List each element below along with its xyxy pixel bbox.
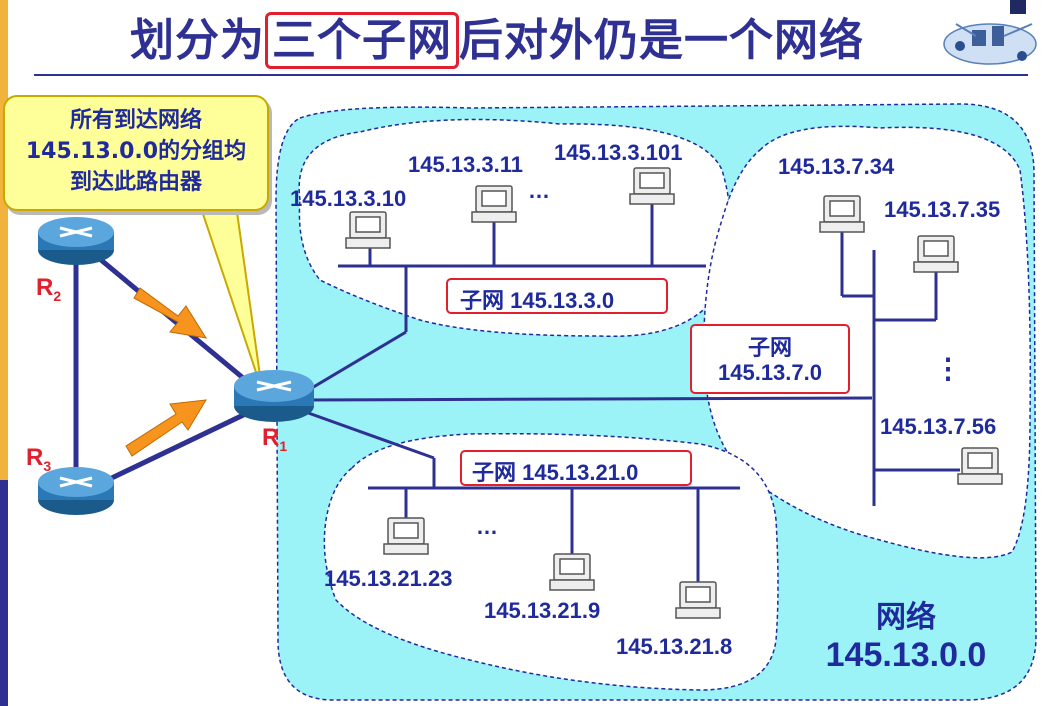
subnet7-ellipsis: ⋮ — [934, 353, 962, 384]
host-label-145-13-3-11: 145.13.3.11 — [408, 152, 524, 177]
subnet-label-145-13-7-0: 145.13.7.0 — [718, 360, 822, 385]
slide-accent-bar — [0, 0, 8, 706]
network-label-145-13-0-0: 145.13.0.0 — [825, 636, 987, 674]
host-label-145-13-7-35: 145.13.7.35 — [884, 197, 1001, 222]
subnet-label-145-13-3-0: 子网 145.13.3.0 — [460, 288, 615, 313]
router-r2-label: R2 — [36, 274, 62, 304]
host-label-145-13-21-23: 145.13.21.23 — [324, 566, 453, 591]
title-highlight: 三个子网 — [265, 12, 459, 69]
host-label-145-13-7-34: 145.13.7.34 — [778, 154, 895, 179]
subnet-label-box-21: 子网 145.13.21.0 — [460, 450, 692, 486]
computer-icon-3-10 — [345, 211, 391, 249]
subnet-145-13-21-0-area — [323, 432, 779, 691]
slide-title: 划分为三个子网后对外仍是一个网络 — [130, 4, 864, 69]
host-label-145-13-7-56: 145.13.7.56 — [880, 414, 997, 439]
subnet-label-box-7: 子网 145.13.7.0 — [690, 324, 850, 394]
computer-icon-3-11 — [471, 185, 517, 223]
subnet3-ellipsis: … — [528, 178, 550, 203]
computer-icon-7-34 — [819, 195, 865, 233]
router-r2 — [38, 217, 114, 265]
computer-icon-7-35 — [913, 235, 959, 273]
router-r1-label: R1 — [262, 424, 288, 454]
computer-icon-7-56 — [957, 447, 1003, 485]
router-r1 — [234, 370, 314, 422]
subnet-145-13-7-0-area — [703, 125, 1032, 559]
subnet21-ellipsis: … — [476, 514, 498, 539]
network-label-line1: 网络 — [876, 601, 936, 634]
computer-icon-21-23 — [383, 517, 429, 555]
host-label-145-13-3-10: 145.13.3.10 — [290, 186, 407, 211]
arrow-from-r3 — [125, 399, 207, 457]
computer-icon-3-101 — [629, 167, 675, 205]
host-label-145-13-3-101: 145.13.3.101 — [554, 140, 683, 165]
callout-line-3: 到达此路由器 — [69, 170, 202, 195]
title-part-before: 划分为 — [130, 15, 265, 66]
subnet-label-145-13-21-0: 子网 145.13.21.0 — [472, 460, 639, 485]
host-label-145-13-21-9: 145.13.21.9 — [484, 598, 601, 623]
computer-icon-21-9 — [549, 553, 595, 591]
subnet-label-7-line1: 子网 — [747, 335, 792, 360]
callout-text: 所有到达网络 145.13.0.0的分组均 到达此路由器 — [5, 105, 267, 198]
title-underline — [34, 74, 1028, 76]
callout-line-1: 所有到达网络 — [69, 108, 202, 133]
arrow-from-r2 — [133, 287, 208, 339]
router-r3 — [38, 467, 114, 515]
router-r3-label: R3 — [26, 444, 52, 474]
callout-pointer — [198, 204, 263, 391]
network-logo-icon — [943, 0, 1037, 65]
host-computers — [345, 167, 1003, 619]
callout-box: 所有到达网络 145.13.0.0的分组均 到达此路由器 — [3, 95, 269, 211]
subnet-label-box-3: 子网 145.13.3.0 — [446, 278, 668, 314]
computer-icon-21-8 — [675, 581, 721, 619]
title-part-after: 后对外仍是一个网络 — [459, 15, 864, 66]
host-label-145-13-21-8: 145.13.21.8 — [616, 634, 733, 659]
callout-line-2: 145.13.0.0的分组均 — [25, 139, 247, 164]
